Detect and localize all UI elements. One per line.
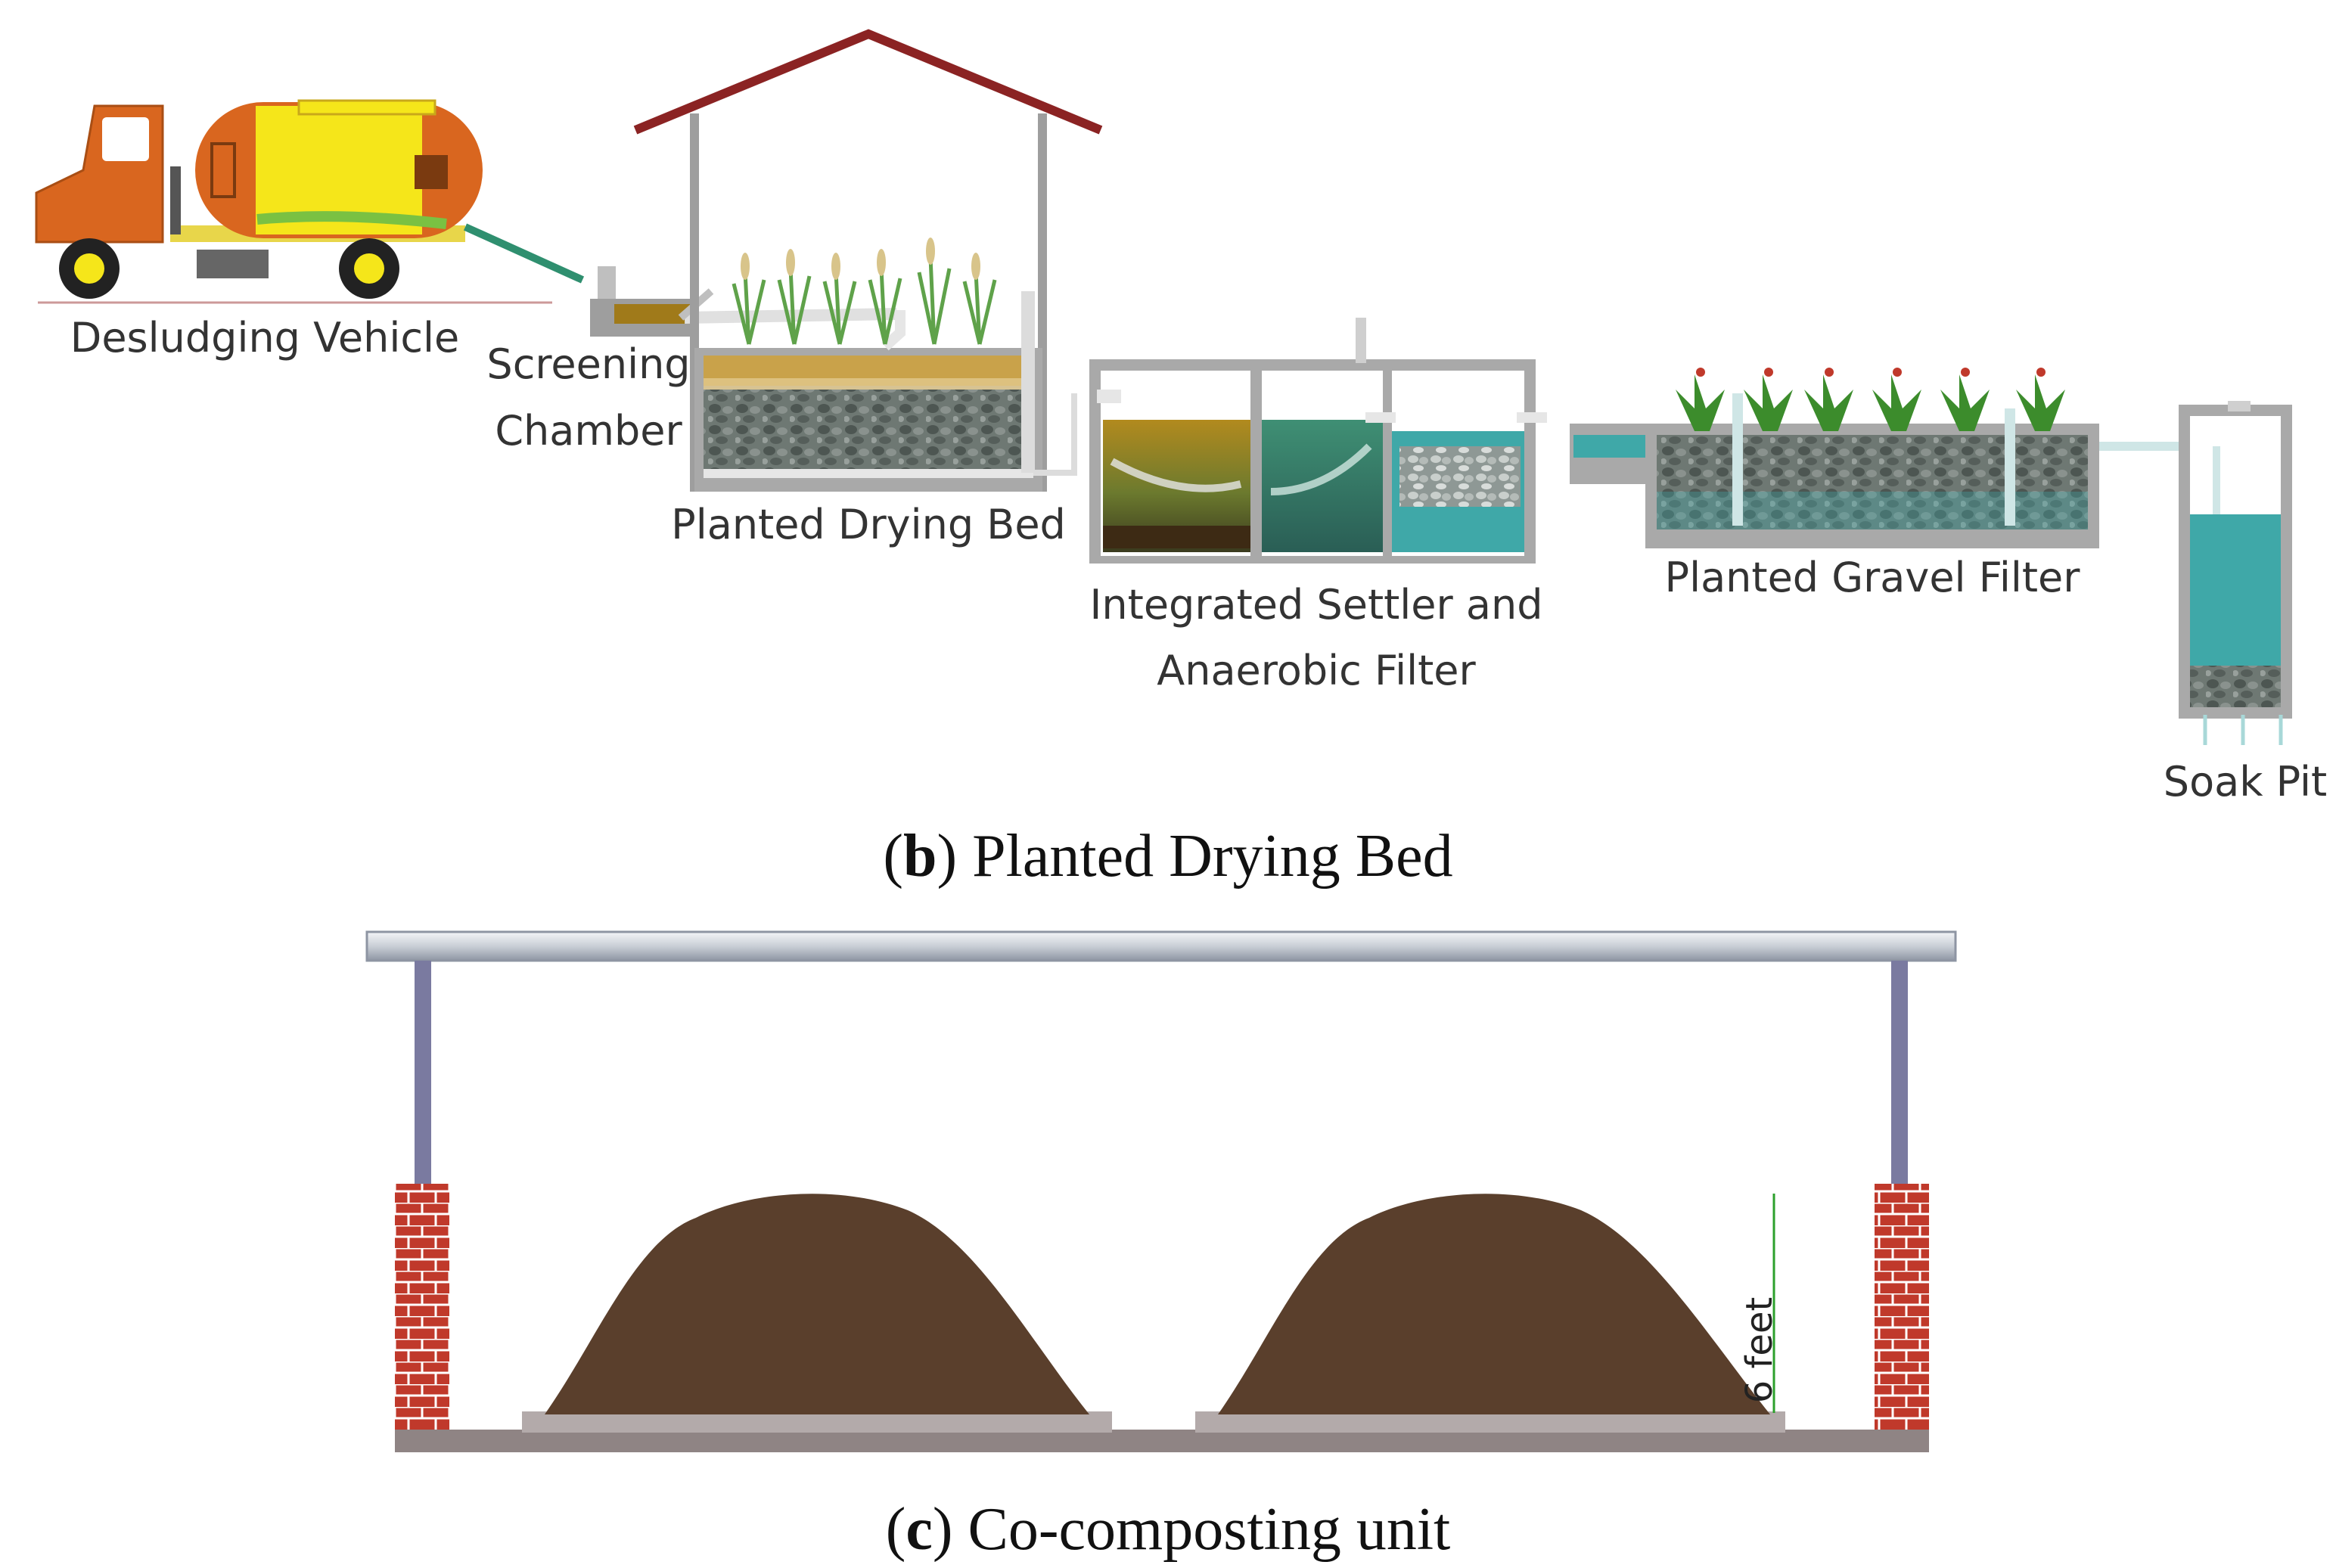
caption-c-letter: c xyxy=(906,1496,933,1563)
label-planted-gravel-filter: Planted Gravel Filter xyxy=(1665,554,2081,601)
platform-left xyxy=(522,1411,1112,1433)
roof-post-right xyxy=(1891,961,1908,1188)
platform-right xyxy=(1195,1411,1785,1433)
label-desludging-vehicle: Desludging Vehicle xyxy=(70,314,460,362)
label-settler-line1: Integrated Settler and xyxy=(1090,581,1543,629)
caption-b: (b) Planted Drying Bed xyxy=(883,823,1452,890)
brick-pillar-left xyxy=(395,1184,449,1430)
compost-pile-right xyxy=(1218,1194,1770,1414)
label-settler-line2: Anaerobic Filter xyxy=(1157,647,1476,694)
brick-pillar-right xyxy=(1875,1184,1929,1430)
soak-pit-illustration xyxy=(2179,401,2292,745)
label-screening-line2: Chamber xyxy=(495,407,682,455)
floor-slab xyxy=(395,1430,1929,1452)
compost-pile-left xyxy=(545,1194,1089,1414)
caption-c: (c) Co-composting unit xyxy=(886,1496,1451,1563)
label-soak-pit: Soak Pit xyxy=(2164,758,2327,806)
caption-b-text: Planted Drying Bed xyxy=(972,823,1452,890)
caption-b-letter: b xyxy=(903,823,937,890)
planted-gravel-filter-illustration xyxy=(1570,368,2194,548)
screening-chamber-illustration xyxy=(590,266,897,337)
label-planted-drying-bed: Planted Drying Bed xyxy=(671,501,1066,548)
shed-roof xyxy=(365,930,1957,962)
height-label: 6 feet xyxy=(1738,1297,1781,1404)
caption-c-text: Co-composting unit xyxy=(968,1496,1451,1563)
planted-drying-bed-illustration xyxy=(633,29,1103,492)
panel-b: Desludging Vehicle Screening Chamber Pla… xyxy=(35,29,2327,890)
roof-post-left xyxy=(415,961,431,1188)
desludging-vehicle-illustration xyxy=(35,99,585,304)
panel-c: 6 feet (c) Co-composting unit xyxy=(365,930,1957,1563)
label-screening-line1: Screening xyxy=(486,340,690,388)
settler-anaerobic-filter-illustration xyxy=(1089,318,1547,564)
